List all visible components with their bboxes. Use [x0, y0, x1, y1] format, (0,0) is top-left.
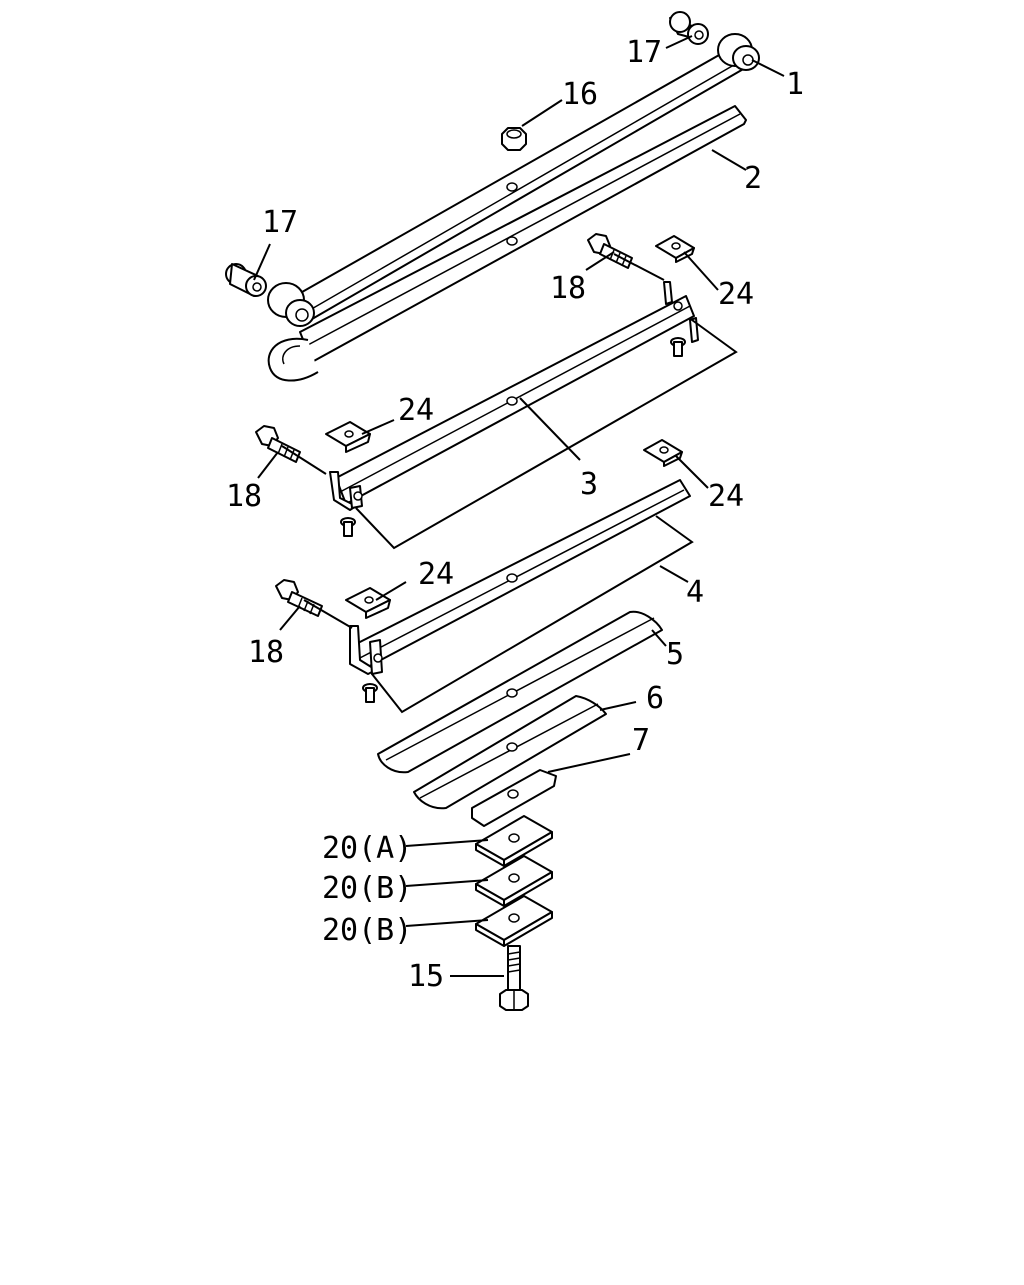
part-20b-plate-upper [475, 855, 553, 907]
label-5: 5 [666, 637, 684, 672]
part-16-nut [501, 127, 527, 151]
label-24-d: 24 [418, 557, 454, 592]
part-2-second-leaf [267, 105, 747, 382]
label-20b-upper: 20(B) [322, 871, 412, 906]
part-1-main-leaf [267, 33, 760, 327]
part-5-leaf [377, 610, 663, 774]
callout-labels: 1 2 3 4 5 6 7 15 16 17 17 18 18 18 20(A)… [226, 35, 804, 994]
part-20a-plate [475, 815, 553, 867]
label-20a: 20(A) [322, 831, 412, 866]
part-18-bolt-b [255, 425, 301, 463]
part-6-leaf [413, 695, 607, 810]
label-24-a: 24 [718, 277, 754, 312]
label-4: 4 [686, 575, 704, 610]
part-24-washer-d [345, 587, 391, 619]
label-24-b: 24 [398, 393, 434, 428]
label-17-lower: 17 [262, 205, 298, 240]
label-6: 6 [646, 681, 664, 716]
rivet-upper-right [670, 337, 686, 357]
label-18-c: 18 [248, 635, 284, 670]
part-18-bolt-c [275, 579, 323, 617]
label-17-upper: 17 [626, 35, 662, 70]
label-1: 1 [786, 67, 804, 102]
part-3-clip-leaf [329, 281, 738, 550]
label-3: 3 [580, 467, 598, 502]
label-16: 16 [562, 77, 598, 112]
part-20b-plate-lower [475, 895, 553, 947]
part-17-bushing-lower [225, 263, 267, 297]
label-18-b: 18 [226, 479, 262, 514]
label-7: 7 [632, 723, 650, 758]
label-24-c: 24 [708, 479, 744, 514]
part-18-bolt-a [587, 233, 633, 269]
label-15: 15 [408, 959, 444, 994]
part-24-washer-c [643, 439, 683, 467]
part-4-clip-leaf [349, 479, 694, 714]
leader-lines [253, 35, 785, 977]
part-15-center-bolt [499, 945, 529, 1011]
label-20b-lower: 20(B) [322, 913, 412, 948]
label-2: 2 [744, 161, 762, 196]
part-17-bushing-upper [669, 11, 709, 45]
rivet-middle-left [340, 517, 356, 537]
rivet-lower-left [362, 683, 378, 703]
part-24-washer-b [325, 421, 371, 453]
part-7-leaf [471, 769, 557, 827]
label-18-a: 18 [550, 271, 586, 306]
